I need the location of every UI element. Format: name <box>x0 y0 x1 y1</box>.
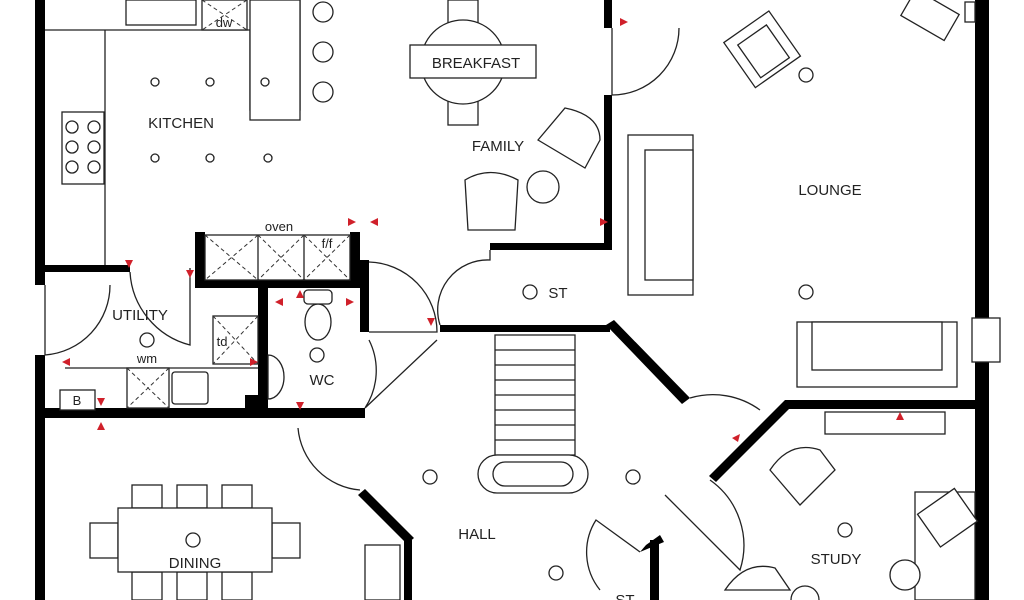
label-tumble-dryer: td <box>217 334 228 349</box>
walls <box>35 0 1001 600</box>
label-lounge: LOUNGE <box>798 182 861 199</box>
label-store-upper: ST <box>548 285 567 302</box>
label-study: STUDY <box>811 551 862 568</box>
label-breakfast: BREAKFAST <box>432 55 520 72</box>
label-washing-machine: wm <box>136 351 157 366</box>
label-dishwasher: dw <box>216 15 233 30</box>
breakfast-table <box>409 0 537 126</box>
hall-lights <box>364 469 641 600</box>
label-utility: UTILITY <box>112 307 168 324</box>
label-kitchen: KITCHEN <box>148 115 214 132</box>
doors <box>44 27 761 591</box>
study-furniture <box>723 411 979 600</box>
label-oven: oven <box>265 219 293 234</box>
label-boiler: B <box>73 393 82 408</box>
utility-fittings <box>59 289 333 411</box>
lounge-furniture <box>627 0 976 388</box>
kitchen-fittings <box>45 0 351 281</box>
room-labels: KITCHEN BREAKFAST FAMILY LOUNGE UTILITY … <box>73 15 862 600</box>
label-wc: WC <box>310 372 335 389</box>
label-store-lower: ST <box>615 592 634 600</box>
label-fridge-freezer: f/f <box>322 236 333 251</box>
label-dining: DINING <box>169 555 222 572</box>
family-furniture <box>464 107 601 231</box>
dining-table <box>89 484 301 600</box>
stairs <box>477 284 589 494</box>
label-family: FAMILY <box>472 138 524 155</box>
label-hall: HALL <box>458 526 496 543</box>
socket-markers <box>62 18 904 442</box>
